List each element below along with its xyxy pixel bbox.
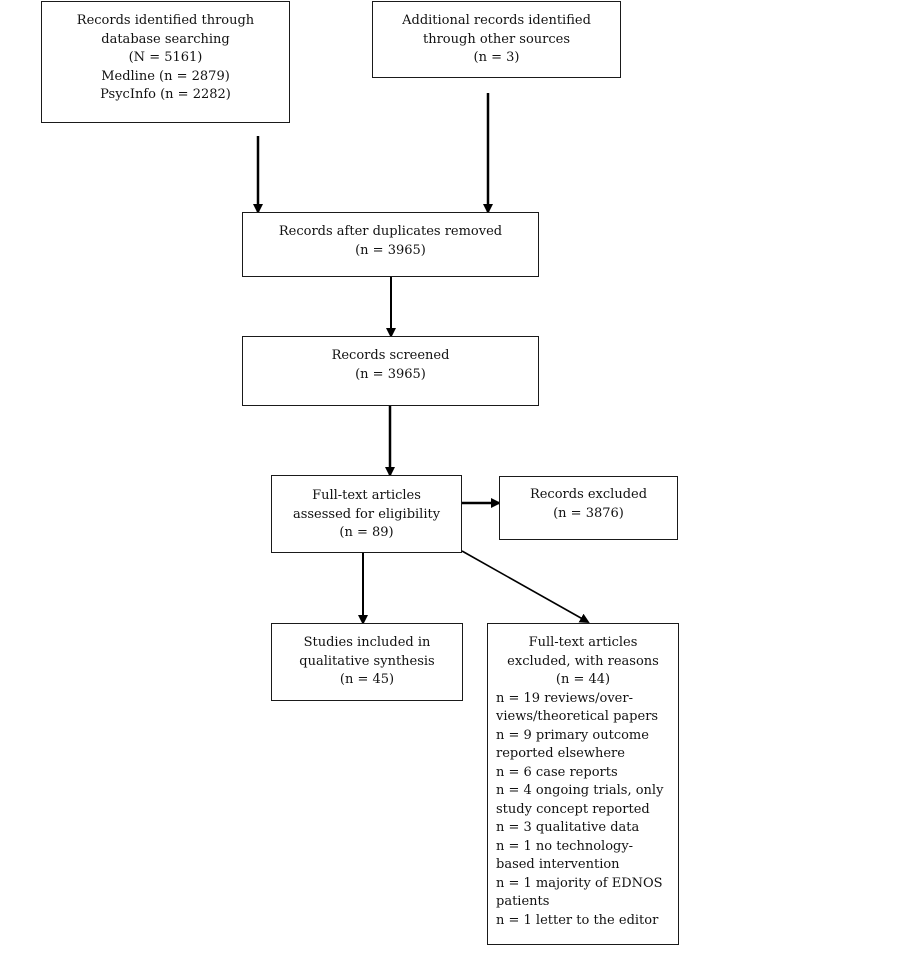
exclusion-reason-line: n = 1 majority of EDNOS <box>496 875 663 891</box>
full-text-assessed-box: Full-text articles assessed for eligibil… <box>271 475 462 553</box>
database-box-line-2: database searching <box>101 31 230 47</box>
exclusion-reason-line: n = 1 letter to the editor <box>496 912 659 928</box>
assessed-line-1: Full-text articles <box>312 488 421 503</box>
exclusion-reason-line: n = 19 reviews/over- <box>496 690 633 706</box>
other-sources-line-2: through other sources <box>422 31 571 47</box>
additional-records-box: Additional records identified through ot… <box>372 1 621 78</box>
exclusion-reason-line: n = 6 case reports <box>496 764 618 780</box>
database-box-line-1: Records identified through <box>76 13 255 28</box>
assessed-line-2: assessed for eligibility <box>292 506 441 522</box>
database-box-line-3: (N = 5161) <box>128 50 203 65</box>
included-line-2: qualitative synthesis <box>299 653 435 669</box>
full-text-excluded-box: Full-text articles excluded, with reason… <box>487 623 679 945</box>
excluded-header-line-3: (n = 44) <box>555 672 611 687</box>
excluded-header-line-1: Full-text articles <box>528 635 638 650</box>
exclusion-reason-line: n = 4 ongoing trials, only <box>496 783 664 798</box>
screened-line-2: (n = 3965) <box>355 366 426 382</box>
records-identified-database-box: Records identified through database sear… <box>41 1 290 123</box>
assessed-line-3: (n = 89) <box>339 525 394 540</box>
exclusion-reason-line: reported elsewhere <box>496 746 625 761</box>
other-sources-line-3: (n = 3) <box>473 50 520 65</box>
exclusion-reason-line: patients <box>496 894 550 909</box>
screened-line-1: Records screened <box>331 348 450 363</box>
excluded-header-line-2: excluded, with reasons <box>507 653 659 669</box>
exclusion-reason-line: based intervention <box>496 857 620 872</box>
other-sources-line-1: Additional records identified <box>402 13 591 28</box>
after-duplicates-line-2: (n = 3965) <box>355 242 426 258</box>
records-excluded-line-1: Records excluded <box>529 487 648 502</box>
arrow-assessed-to-fulltext-excluded <box>461 550 590 623</box>
records-excluded-box: Records excluded (n = 3876) <box>499 476 678 540</box>
exclusion-reason-line: views/theoretical papers <box>496 709 659 724</box>
records-excluded-line-2: (n = 3876) <box>553 505 624 521</box>
database-box-line-5: PsycInfo (n = 2282) <box>100 87 231 102</box>
studies-included-box: Studies included in qualitative synthesi… <box>271 623 463 701</box>
exclusion-reason-line: n = 9 primary outcome <box>496 727 649 743</box>
records-screened-box: Records screened (n = 3965) <box>242 336 539 406</box>
exclusion-reason-line: n = 1 no technology- <box>496 838 634 854</box>
included-line-1: Studies included in <box>303 635 431 650</box>
after-duplicates-line-1: Records after duplicates removed <box>278 224 503 239</box>
database-box-line-4: Medline (n = 2879) <box>101 68 230 84</box>
included-line-3: (n = 45) <box>339 672 395 687</box>
records-after-duplicates-box: Records after duplicates removed (n = 39… <box>242 212 539 277</box>
exclusion-reason-line: n = 3 qualitative data <box>496 820 640 835</box>
exclusion-reason-line: study concept reported <box>496 801 650 817</box>
